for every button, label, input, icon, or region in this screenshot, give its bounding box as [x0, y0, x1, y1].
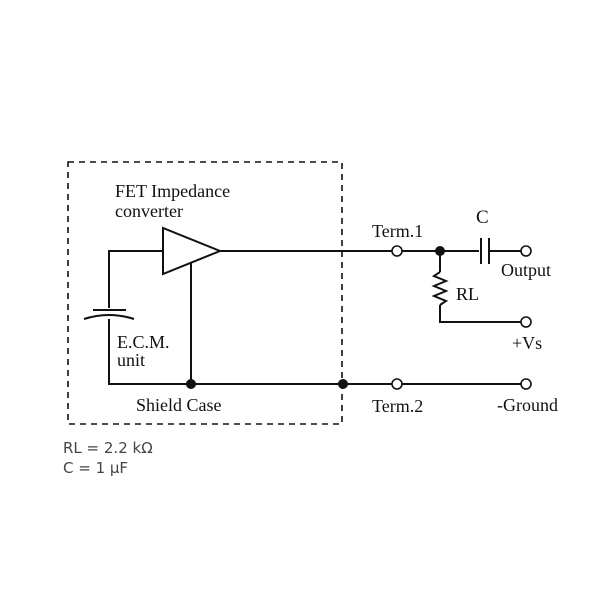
junction-dot-shield	[338, 379, 348, 389]
shield-case-label: Shield Case	[136, 395, 222, 415]
term1-label: Term.1	[372, 221, 423, 241]
resistor-label: RL	[456, 284, 479, 304]
resistor-bottom-wire	[439, 305, 522, 323]
ecm-label-line1: E.C.M.	[117, 332, 170, 352]
junction-dot-fet-ground	[186, 379, 196, 389]
vs-label: +Vs	[512, 333, 542, 353]
component-values: RL = 2.2 kΩ C = 1 μF	[63, 438, 153, 478]
ecm-label-line2: unit	[117, 350, 145, 370]
term1-terminal	[391, 245, 403, 257]
rl-value-note: RL = 2.2 kΩ	[63, 439, 153, 457]
c-value-note: C = 1 μF	[63, 459, 129, 477]
ecm-capacitor-symbol	[83, 309, 135, 320]
ecm-input-wire	[108, 250, 163, 308]
term2-terminal	[391, 378, 403, 390]
term2-label: Term.2	[372, 396, 423, 416]
output-label: Output	[501, 260, 551, 280]
output-terminal	[520, 245, 532, 257]
fet-label-line2: converter	[115, 201, 183, 221]
ground-label: -Ground	[497, 395, 558, 415]
fet-label-line1: FET Impedance	[115, 181, 230, 201]
ecm-ground-wire	[108, 319, 343, 385]
capacitor-label: C	[476, 207, 489, 228]
load-resistor-symbol	[431, 271, 449, 306]
ground-terminal	[520, 378, 532, 390]
output-capacitor-symbol	[480, 238, 490, 264]
vs-terminal	[520, 316, 532, 328]
shield-case-outline	[67, 161, 343, 425]
junction-dot-term1	[435, 246, 445, 256]
